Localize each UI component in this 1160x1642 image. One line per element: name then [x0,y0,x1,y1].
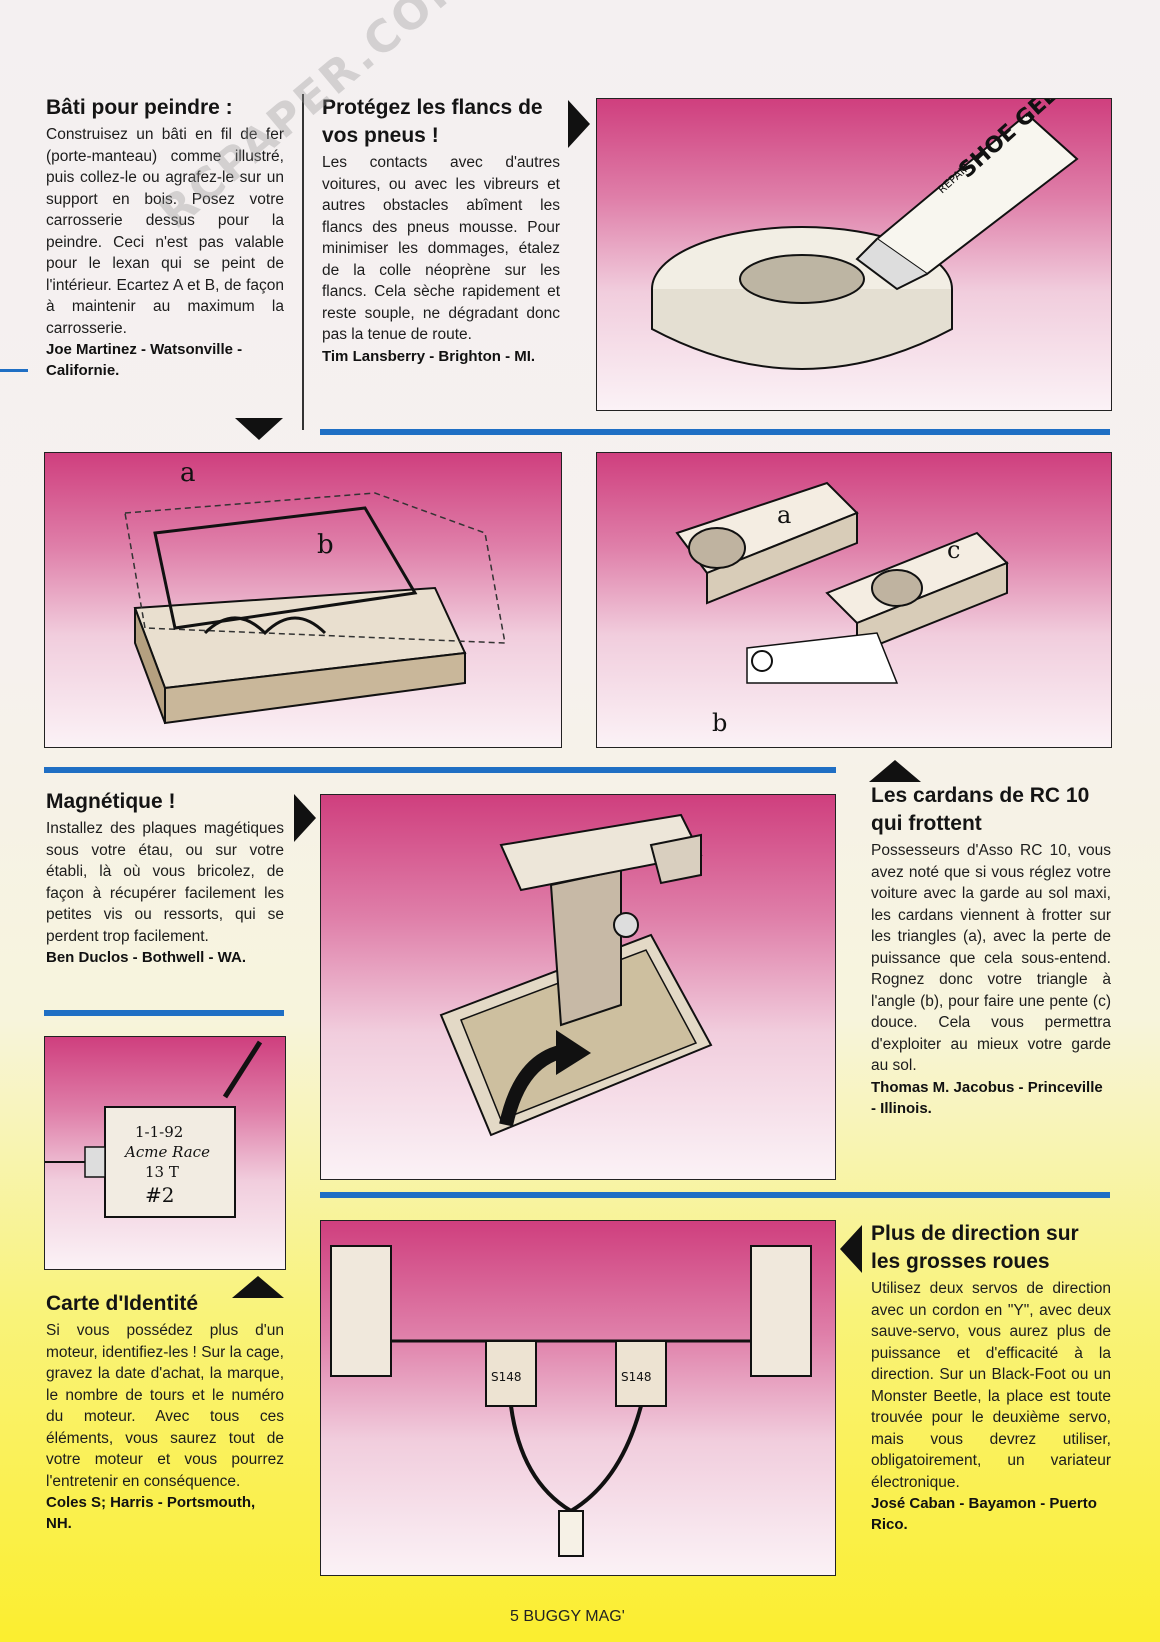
label-a: a [180,458,196,488]
article-author: Tim Lansberry - Brighton - MI. [322,347,536,365]
article-author: Joe Martinez - Watsonville - Californie. [46,341,243,379]
article-title: Les cardans de RC 10 qui frottent [871,784,1090,835]
page-footer: 5 BUGGY MAG' [510,1608,625,1625]
illustration-paint-stand: a b [44,452,562,748]
left-arrow-icon [840,1225,862,1273]
servo-label: S148 [621,1370,652,1384]
down-arrow-icon [235,418,283,440]
label-b: b [317,530,334,560]
servo-label: S148 [491,1370,522,1384]
illustration-magnetic-vise [320,794,836,1180]
article-cardans: Les cardans de RC 10 qui frottent Posses… [871,782,1111,1119]
article-title: Protégez les flancs de vos pneus ! [322,96,543,147]
article-body: Construisez un bâti en fil de fer (porte… [46,126,284,337]
motor-line-1: 1-1-92 [135,1123,183,1141]
article-magnetique: Magnétique ! Installez des plaques magét… [46,788,284,968]
article-title: Plus de direction sur les grosses roues [871,1222,1079,1273]
article-body: Possesseurs d'Asso RC 10, vous avez noté… [871,842,1111,1074]
right-arrow-icon [568,100,590,148]
label-b: b [712,709,727,737]
article-title: Carte d'Identité [46,1292,199,1315]
label-a: a [777,501,791,529]
right-arrow-icon [294,794,316,842]
column-divider [302,94,304,430]
illustration-cardans: a c b [596,452,1112,748]
illustration-dual-servo: S148 S148 [320,1220,836,1576]
up-arrow-icon [869,760,921,782]
article-bati: Bâti pour peindre : Construisez un bâti … [46,94,284,381]
article-author: Ben Duclos - Bothwell - WA. [46,949,247,966]
illustration-tire-glue: SHOE GEL REPAIR [596,98,1112,411]
illustration-motor-id: 1-1-92 Acme Race 13 T #2 [44,1036,286,1270]
article-flancs: Protégez les flancs de vos pneus ! Les c… [322,94,560,367]
motor-line-4: #2 [145,1183,174,1207]
article-body: Utilisez deux servos de direction avec u… [871,1280,1111,1491]
article-direction: Plus de direction sur les grosses roues … [871,1220,1111,1535]
left-edge-marker [0,369,28,372]
divider-bar [320,429,1110,435]
article-body: Si vous possédez plus d'un moteur, ident… [46,1322,284,1490]
label-c: c [947,536,960,564]
article-title: Magnétique ! [46,790,176,813]
article-author: Thomas M. Jacobus - Princeville - Illino… [871,1078,1103,1117]
article-author: Coles S; Harris - Portsmouth, NH. [46,1494,256,1532]
article-author: José Caban - Bayamon - Puerto Rico. [871,1495,1097,1533]
divider-bar [44,767,836,773]
article-body: Les contacts avec d'autres voitures, ou … [322,154,560,343]
divider-bar [320,1192,1110,1198]
motor-line-2: Acme Race [123,1143,210,1161]
article-carte: Carte d'Identité Si vous possédez plus d… [46,1290,284,1534]
article-title: Bâti pour peindre : [46,96,233,119]
motor-line-3: 13 T [145,1163,179,1181]
divider-bar [44,1010,284,1016]
up-arrow-icon [232,1276,284,1298]
article-body: Installez des plaques magétiques sous vo… [46,820,284,945]
